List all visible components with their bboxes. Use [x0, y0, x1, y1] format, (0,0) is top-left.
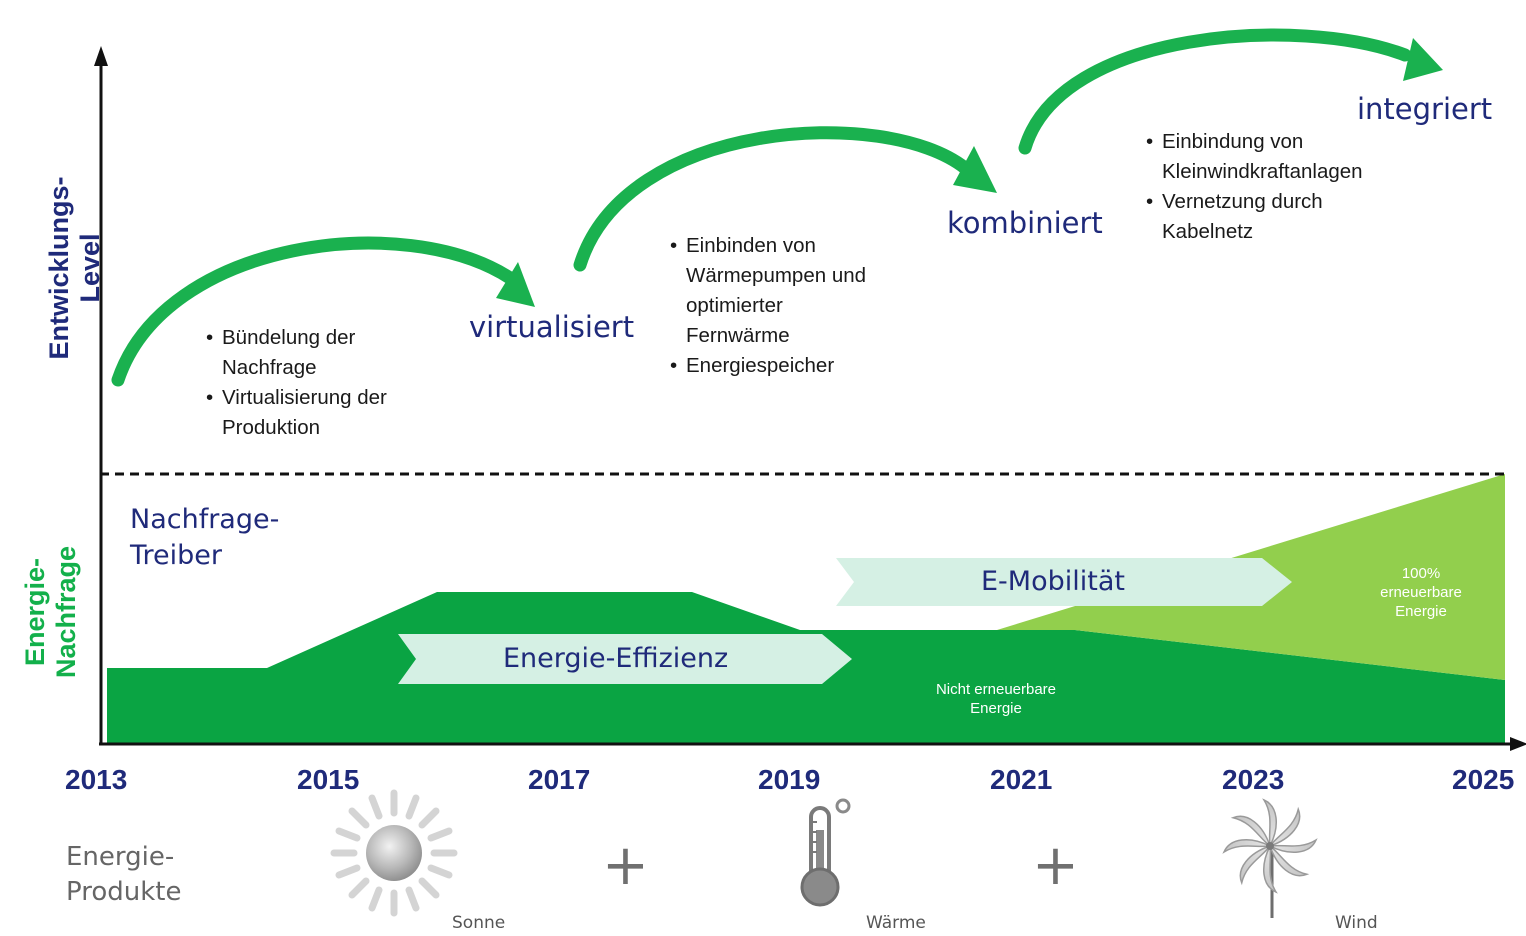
bullet-text: Energiespeicher — [686, 354, 835, 377]
x-axis-arrowhead — [1510, 737, 1526, 751]
year-label-2021: 2021 — [990, 764, 1053, 795]
year-label-2013: 2013 — [65, 764, 128, 795]
energy-products-title: Energie- Produkte — [66, 840, 181, 910]
demand-driver-label-line2: Treiber — [130, 540, 222, 571]
bullet-text: Einbindung von — [1162, 130, 1304, 153]
bullet-text: Vernetzung durch — [1162, 190, 1323, 213]
year-label-2017: 2017 — [528, 764, 591, 795]
bullet-text: Kleinwindkraftanlagen — [1162, 160, 1363, 183]
wind-caption: Wind — [1335, 913, 1378, 933]
y-axis-label-demand-line2: Nachfrage — [51, 545, 81, 679]
energy-products-title-line1: Energie- — [66, 842, 175, 872]
bullet-text: Kabelnetz — [1162, 220, 1254, 243]
stage-label-integriert: integriert — [1357, 92, 1493, 126]
bullet-text: Produktion — [222, 416, 321, 439]
demand-driver-label: Nachfrage- Treiber — [130, 502, 279, 574]
year-label-2023: 2023 — [1222, 764, 1285, 795]
plus-separator-1: + — [602, 833, 649, 898]
sun-caption: Sonne — [452, 913, 506, 933]
energy-efficiency-label: Energie-Effizienz — [503, 643, 729, 674]
stage-label-virtualisiert: virtualisiert — [469, 310, 635, 344]
bullet-text: optimierter — [686, 294, 783, 317]
nonrenewable-energy-label: Nicht erneuerbare Energie — [935, 681, 1057, 717]
stage-arrow-2-head — [953, 146, 997, 193]
demand-driver-label-line1: Nachfrage- — [130, 504, 280, 535]
energy-products-title-line2: Produkte — [66, 877, 182, 907]
year-label-2019: 2019 — [758, 764, 821, 795]
y-axis-label-development: Entwicklungs- Level — [44, 118, 112, 418]
stage-arrow-1-head — [496, 262, 535, 307]
stage-arrow-3 — [1018, 28, 1412, 155]
year-label-2015: 2015 — [297, 764, 360, 795]
bullet-text: Wärmepumpen und — [686, 264, 867, 287]
stage-arrow-3-head — [1403, 38, 1443, 81]
bullet-text: Nachfrage — [222, 356, 317, 379]
heat-caption: Wärme — [866, 913, 926, 933]
energy-efficiency-arrow[interactable] — [398, 634, 852, 684]
stage-arrow-2 — [573, 126, 972, 272]
year-label-2025: 2025 — [1452, 764, 1515, 795]
bullet-item: Energiespeicher — [670, 351, 866, 381]
y-axis-arrowhead — [94, 46, 108, 66]
plus-separator-2: + — [1032, 833, 1079, 898]
stage-label-kombiniert: kombiniert — [947, 206, 1103, 240]
bullet-text: Virtualisierung der — [222, 386, 387, 409]
bullet-text: Einbinden von — [686, 234, 816, 257]
y-axis-label-development-line1: Entwicklungs- — [44, 176, 74, 360]
stage-arrows — [111, 28, 1412, 387]
renewable-energy-label: 100% erneuerbare Energie — [1380, 565, 1462, 620]
thermometer-icon — [800, 798, 851, 907]
y-axis-label-demand-line1: Energie- — [20, 557, 50, 667]
pinwheel-icon — [1222, 798, 1318, 918]
bullet-text: Bündelung der — [222, 326, 356, 349]
bullet-text: Fernwärme — [686, 324, 790, 347]
e-mobility-label: E-Mobilität — [981, 566, 1125, 597]
y-axis-label-development-line2: Level — [75, 233, 105, 303]
y-axis-label-demand: Energie- Nachfrage — [20, 512, 88, 712]
stage-arrow-1 — [111, 236, 517, 387]
sun-icon — [330, 789, 458, 917]
e-mobility-arrow[interactable] — [836, 558, 1292, 606]
